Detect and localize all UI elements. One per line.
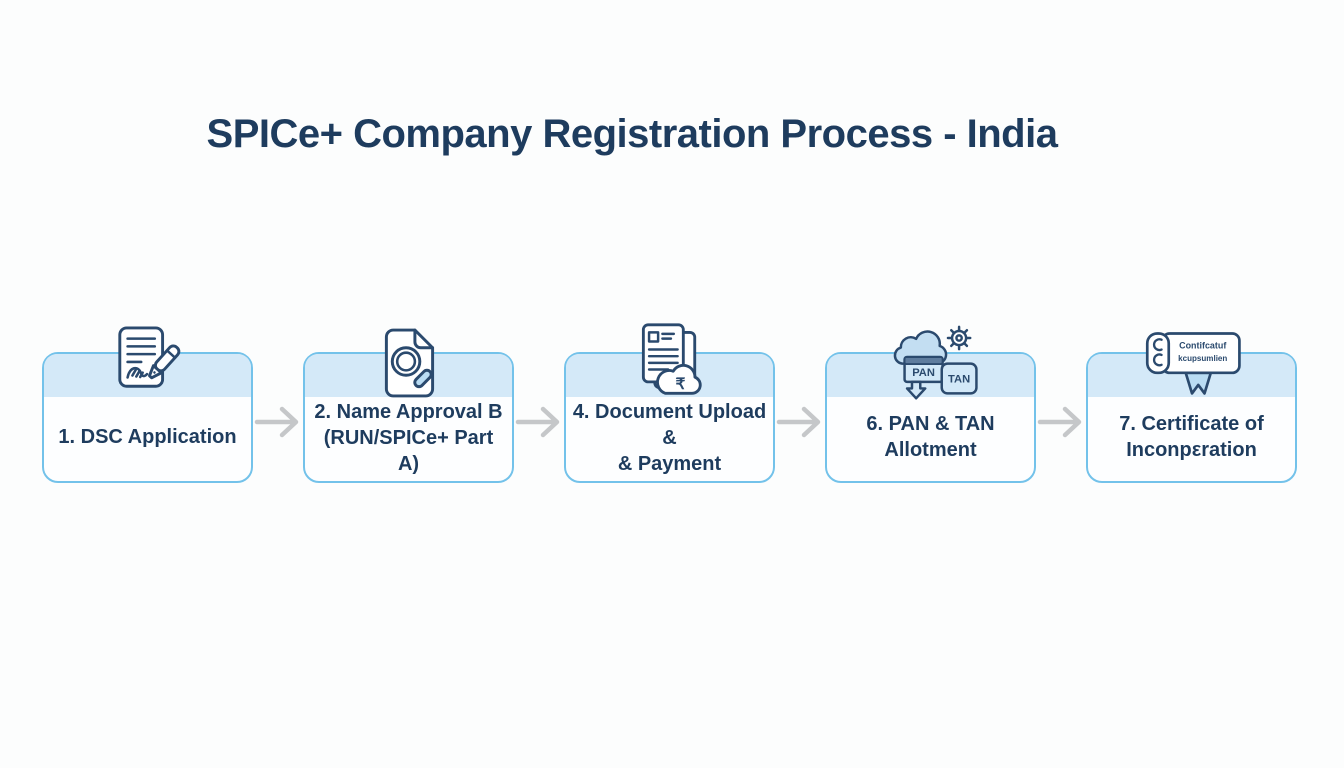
tan-card: TAN	[940, 362, 978, 395]
step-label: 7. Certificate of Inconpεration	[1119, 413, 1264, 461]
scroll-body	[1160, 332, 1241, 375]
pan-label: PAN	[912, 367, 935, 379]
step-label: 2. Name Approval B (RUN/SPICe+ Part A)	[314, 401, 503, 475]
signed-document-icon	[112, 325, 184, 395]
cloud-icon	[893, 330, 947, 365]
step-card-2: 2. Name Approval B (RUN/SPICe+ Part A)	[303, 328, 514, 483]
step-card-5: Contifcatuf kcupsumlien 7. Certificate o…	[1086, 332, 1297, 483]
gear-icon	[946, 325, 971, 351]
download-arrow-icon	[905, 380, 926, 400]
certificate-scroll-icon: Contifcatuf kcupsumlien	[1139, 329, 1245, 397]
checkbox-mark	[647, 331, 659, 343]
flow-arrow-icon	[1036, 352, 1086, 483]
step-card-3: ₹ 4. Document Upload & & Payment	[564, 323, 775, 483]
document-search-icon	[379, 326, 438, 399]
step-label: 6. PAN & TAN Allotment	[866, 413, 995, 461]
magnifier-handle	[412, 368, 433, 389]
scroll-text-line1: Contifcatuf	[1179, 341, 1226, 351]
flow-arrow-icon	[775, 352, 825, 483]
flow-arrow-icon	[253, 352, 303, 483]
pen-icon	[147, 344, 180, 380]
step-label: 1. DSC Application	[58, 426, 237, 448]
step-card-4: PAN TAN 6. PAN & TAN Allotment	[825, 325, 1036, 483]
rupee-symbol: ₹	[675, 376, 685, 393]
folded-corner	[412, 328, 434, 350]
pan-card: PAN	[902, 355, 944, 384]
flow-arrow-icon	[514, 352, 564, 483]
cloud-icon	[655, 363, 702, 395]
scroll-text-line2: kcupsumlien	[1178, 354, 1227, 363]
scroll-roll	[1145, 332, 1170, 375]
step-label: 4. Document Upload & & Payment	[572, 401, 767, 475]
award-ribbon	[1183, 371, 1212, 395]
tan-label: TAN	[948, 374, 970, 386]
process-flow: 1. DSC Application 2. Name Approval B (R…	[42, 323, 1297, 483]
page-title: SPICe+ Company Registration Process - In…	[206, 112, 1058, 156]
pan-tan-cloud-gear-icon: PAN TAN	[882, 324, 980, 400]
step-card-1: 1. DSC Application	[42, 326, 253, 483]
document-cloud-rupee-icon: ₹	[635, 321, 704, 399]
